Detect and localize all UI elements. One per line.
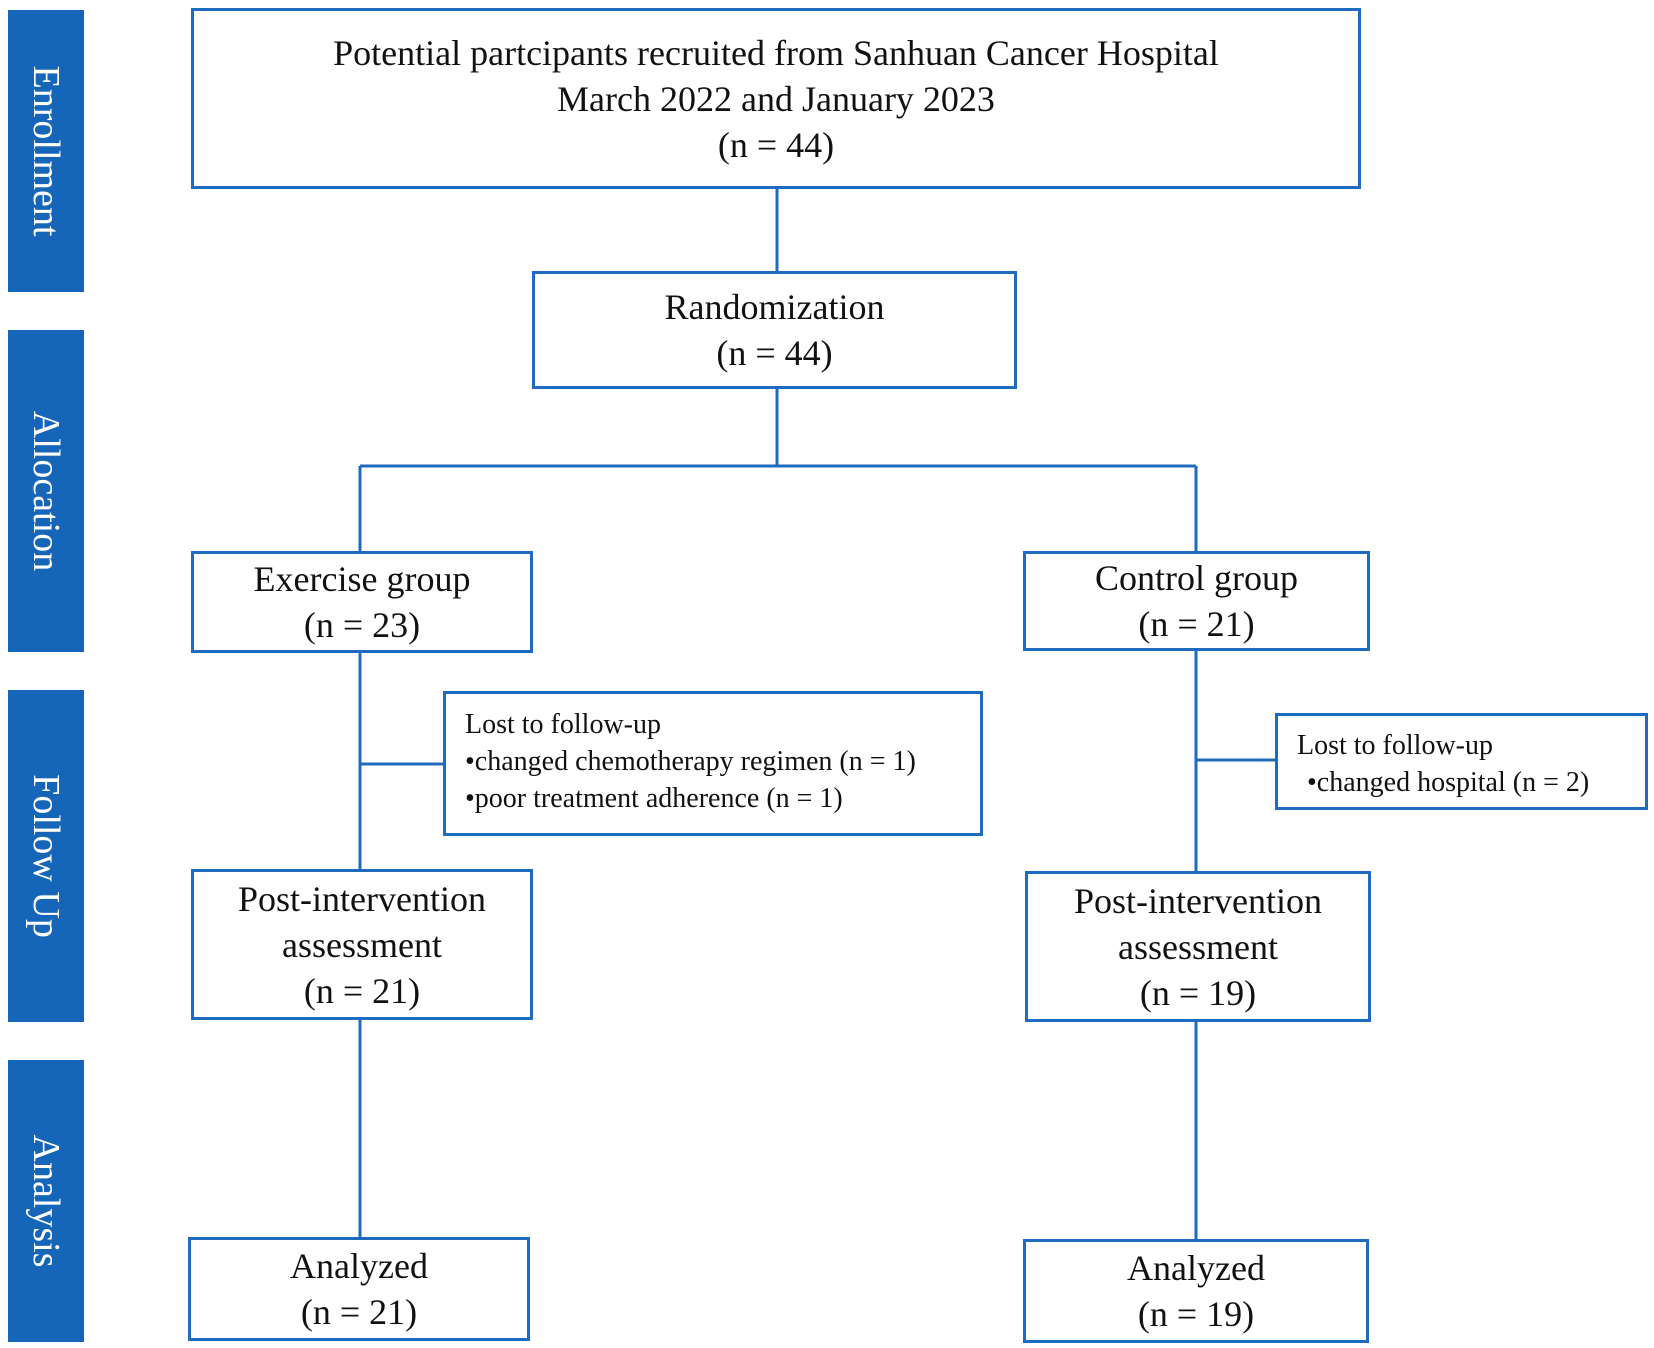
exercise-group-box: Exercise group (n = 23) <box>191 551 533 653</box>
exercise-analyzed-box: Analyzed (n = 21) <box>188 1237 530 1341</box>
control-lost-title: Lost to follow-up <box>1297 730 1493 761</box>
exercise-post-assessment-box: Post-intervention assessment (n = 21) <box>191 869 533 1020</box>
control-post-count: (n = 19) <box>1139 972 1257 1013</box>
control-group-box: Control group (n = 21) <box>1023 551 1370 651</box>
control-post-line-2: assessment <box>1118 926 1278 967</box>
control-post-line-1: Post-intervention <box>1074 880 1322 921</box>
enrollment-line-2: March 2022 and January 2023 <box>557 78 995 119</box>
randomization-box: Randomization (n = 44) <box>532 271 1017 389</box>
phase-label-follow-up: Follow Up <box>25 774 67 938</box>
exercise-group-count: (n = 23) <box>303 605 421 645</box>
control-group-title: Control group <box>1095 558 1298 598</box>
control-analyzed-title: Analyzed <box>1127 1248 1265 1288</box>
phase-label-enrollment: Enrollment <box>25 65 67 237</box>
exercise-lost-title: Lost to follow-up <box>465 709 661 740</box>
phase-band-allocation: Allocation <box>8 330 84 652</box>
exercise-analyzed-title: Analyzed <box>290 1246 428 1286</box>
control-post-assessment-box: Post-intervention assessment (n = 19) <box>1025 871 1371 1022</box>
control-group-count: (n = 21) <box>1138 604 1255 644</box>
exercise-analyzed-count: (n = 21) <box>300 1292 418 1332</box>
exercise-post-count: (n = 21) <box>303 970 421 1011</box>
enrollment-line-1: Potential partcipants recruited from San… <box>333 32 1219 73</box>
control-analyzed-count: (n = 19) <box>1137 1294 1255 1334</box>
exercise-lost-reason-2: •poor treatment adherence (n = 1) <box>465 783 843 814</box>
phase-band-analysis: Analysis <box>8 1060 84 1342</box>
phase-label-analysis: Analysis <box>25 1134 67 1268</box>
enrollment-box: Potential partcipants recruited from San… <box>191 8 1361 189</box>
randomization-count: (n = 44) <box>716 333 833 373</box>
phase-label-allocation: Allocation <box>25 410 67 572</box>
phase-band-enrollment: Enrollment <box>8 10 84 292</box>
phase-band-follow-up: Follow Up <box>8 690 84 1022</box>
exercise-post-line-2: assessment <box>282 924 442 965</box>
randomization-title: Randomization <box>664 287 885 327</box>
control-analyzed-box: Analyzed (n = 19) <box>1023 1239 1369 1343</box>
control-lost-box: Lost to follow-up •changed hospital (n =… <box>1275 713 1648 810</box>
exercise-group-title: Exercise group <box>253 559 471 599</box>
exercise-lost-box: Lost to follow-up •changed chemotherapy … <box>443 691 983 836</box>
control-lost-reason-1: •changed hospital (n = 2) <box>1307 767 1590 798</box>
exercise-post-line-1: Post-intervention <box>238 878 486 919</box>
exercise-lost-reason-1: •changed chemotherapy regimen (n = 1) <box>465 746 916 777</box>
enrollment-count: (n = 44) <box>717 124 835 165</box>
